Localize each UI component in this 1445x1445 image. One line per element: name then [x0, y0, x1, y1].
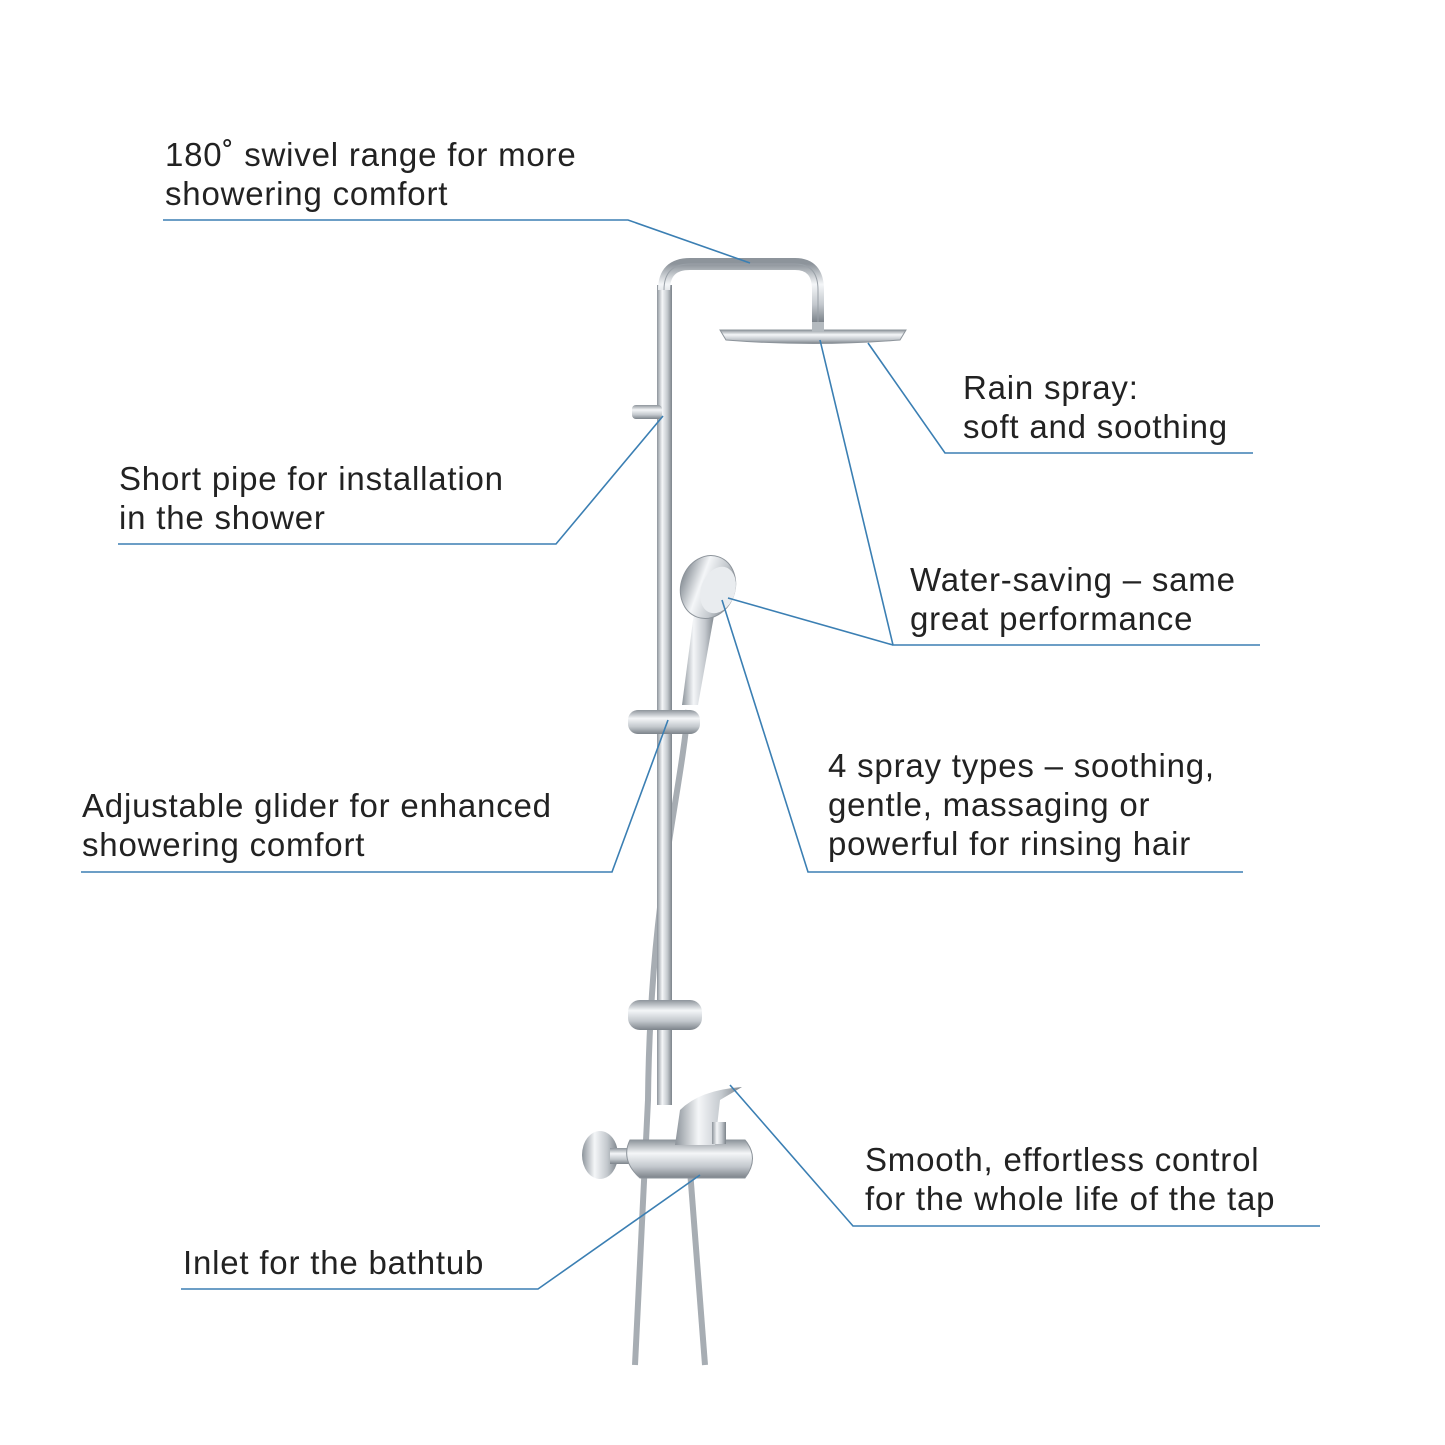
mixer-lever — [675, 1087, 742, 1145]
callout-line: for the whole life of the tap — [865, 1180, 1276, 1217]
callout-rain-spray: Rain spray: soft and soothing — [963, 368, 1228, 446]
callout-line: soft and soothing — [963, 408, 1228, 445]
leader-line-water-saving-hand — [727, 597, 894, 646]
leader-line-smooth-control — [729, 1084, 1320, 1227]
callout-line: 4 spray types – soothing, — [828, 747, 1215, 784]
callout-line: Rain spray: — [963, 369, 1139, 406]
leader-line-rain-spray — [867, 342, 1253, 454]
mixer-body — [626, 1139, 753, 1179]
glider — [628, 1000, 702, 1030]
callout-line: Inlet for the bathtub — [183, 1244, 485, 1281]
glider — [628, 710, 700, 734]
leader-line-glider — [81, 719, 669, 873]
callout-line: Short pipe for installation — [119, 460, 504, 497]
leader-line-short-pipe — [118, 415, 664, 545]
callout-line: powerful for rinsing hair — [828, 825, 1191, 862]
callout-line: in the shower — [119, 499, 326, 536]
leader-line-spray-types — [721, 599, 1243, 873]
shower-arm — [658, 258, 824, 322]
callout-smooth-control: Smooth, effortless control for the whole… — [865, 1140, 1275, 1218]
riser-pipe — [657, 285, 672, 1105]
hand-shower-handle — [682, 605, 715, 705]
callout-line: Smooth, effortless control — [865, 1141, 1260, 1178]
pipe-knob — [632, 405, 662, 419]
hose — [687, 1169, 708, 1366]
head-shower — [719, 329, 907, 344]
callout-line: showering comfort — [165, 175, 449, 212]
callout-spray-types: 4 spray types – soothing, gentle, massag… — [828, 746, 1215, 863]
leader-line-inlet — [181, 1174, 701, 1290]
callout-line: gentle, massaging or — [828, 786, 1151, 823]
mixer-valve — [582, 1131, 618, 1179]
callout-line: Water-saving – same — [910, 561, 1236, 598]
callout-line: Adjustable glider for enhanced — [82, 787, 552, 824]
callout-water-saving: Water-saving – same great performance — [910, 560, 1236, 638]
callout-line: 180˚ swivel range for more — [165, 136, 577, 173]
callout-line: showering comfort — [82, 826, 366, 863]
callout-inlet: Inlet for the bathtub — [183, 1243, 484, 1282]
leader-line-swivel — [163, 219, 751, 264]
callout-swivel: 180˚ swivel range for more showering com… — [165, 135, 576, 213]
callout-line: great performance — [910, 600, 1194, 637]
callout-short-pipe: Short pipe for installation in the showe… — [119, 459, 504, 537]
callout-glider: Adjustable glider for enhanced showering… — [82, 786, 552, 864]
